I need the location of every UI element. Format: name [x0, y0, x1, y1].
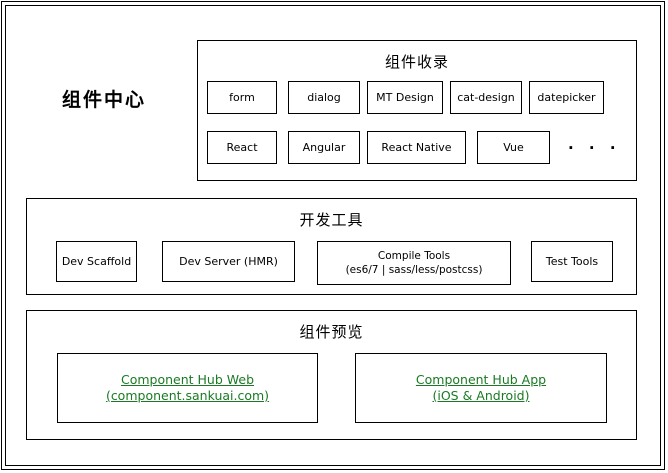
chip-react[interactable]: React: [207, 131, 277, 164]
preview-card-web[interactable]: Component Hub Web (component.sankuai.com…: [57, 353, 318, 423]
chip-label: React: [226, 140, 258, 154]
chip-datepicker[interactable]: datepicker: [529, 81, 604, 114]
chip-label: form: [229, 90, 255, 104]
chip-vue[interactable]: Vue: [477, 131, 550, 164]
chip-label: Dev Server (HMR): [179, 254, 278, 268]
chip-label: dialog: [307, 90, 341, 104]
section-devtools-title: 开发工具: [299, 211, 364, 229]
chip-dev-scaffold[interactable]: Dev Scaffold: [56, 241, 137, 282]
chip-dev-server[interactable]: Dev Server (HMR): [162, 241, 295, 282]
diagram-inner-frame: [5, 5, 661, 466]
preview-card-app[interactable]: Component Hub App (iOS & Android): [355, 353, 607, 423]
chip-compile-tools[interactable]: Compile Tools (es6/7 | sass/less/postcss…: [317, 241, 511, 285]
chip-mt-design[interactable]: MT Design: [367, 81, 443, 114]
link-line-2: (iOS & Android): [432, 388, 530, 403]
chip-react-native[interactable]: React Native: [367, 131, 466, 164]
chip-form[interactable]: form: [207, 81, 277, 114]
link-line-1: Component Hub Web: [120, 372, 255, 387]
chip-cat-design[interactable]: cat-design: [450, 81, 522, 114]
catalog-more-indicator: · · ·: [568, 139, 621, 157]
chip-label: cat-design: [457, 90, 515, 104]
section-catalog-title: 组件收录: [384, 53, 449, 71]
page-title: 组件中心: [61, 89, 146, 111]
component-hub-web-link[interactable]: Component Hub Web (component.sankuai.com…: [106, 372, 269, 404]
chip-label: Vue: [503, 140, 524, 154]
chip-label: Dev Scaffold: [61, 254, 132, 268]
section-preview-title: 组件预览: [299, 323, 364, 341]
chip-label: React Native: [381, 140, 452, 154]
link-line-1: Component Hub App: [415, 372, 547, 387]
chip-label: Test Tools: [545, 254, 599, 268]
chip-dialog[interactable]: dialog: [288, 81, 360, 114]
link-line-2: (component.sankuai.com): [105, 388, 270, 403]
chip-label: Angular: [302, 140, 346, 154]
chip-angular[interactable]: Angular: [288, 131, 360, 164]
chip-label: MT Design: [376, 90, 434, 104]
chip-label: datepicker: [537, 90, 596, 104]
chip-label: Compile Tools: [377, 250, 451, 262]
component-hub-app-link[interactable]: Component Hub App (iOS & Android): [416, 372, 546, 404]
chip-sublabel: (es6/7 | sass/less/postcss): [345, 264, 483, 276]
chip-test-tools[interactable]: Test Tools: [531, 241, 613, 282]
